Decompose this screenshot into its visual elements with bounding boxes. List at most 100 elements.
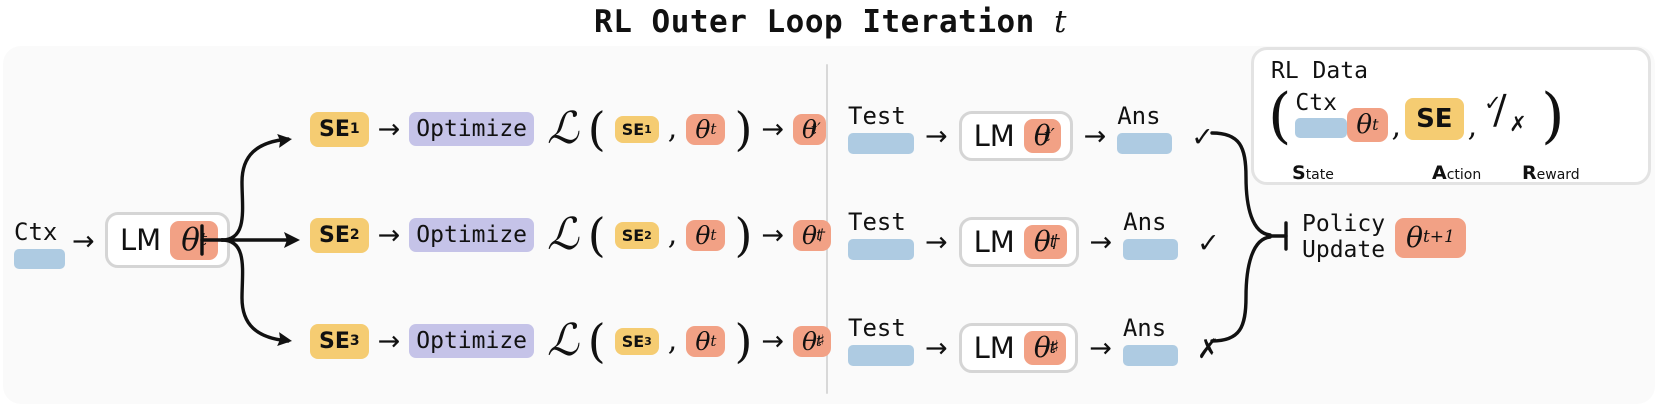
- policy-update-line2: Update: [1302, 236, 1386, 263]
- rl-data-comma-2: ,: [1467, 109, 1478, 144]
- lm-label: LM: [120, 222, 162, 257]
- result-theta-chip-2: θ†t: [793, 219, 832, 251]
- reward-cross-icon: ✗: [1509, 112, 1527, 136]
- rl-data-reward-glyph: ✓ ∕ ✗: [1481, 90, 1539, 144]
- result-theta-superscript-3: ♯: [817, 331, 825, 350]
- theta-symbol-eval-1: θ: [1033, 119, 1051, 152]
- eval-row-2: Test → LM θ†t → Ans ✓: [848, 201, 1220, 267]
- reward-sublabel-bold: R: [1522, 162, 1537, 184]
- loss-theta-symbol-2: θ: [695, 220, 711, 250]
- result-theta-subscript-1: t: [810, 119, 817, 138]
- loss-se-chip-2-label: SE: [621, 225, 645, 245]
- optimize-chip-2[interactable]: Optimize: [409, 218, 535, 252]
- lm-to-ans-arrow-1: →: [1083, 120, 1107, 152]
- reward-sublabel: Reward: [1522, 162, 1580, 184]
- result-theta-symbol-2: θ: [802, 220, 818, 250]
- loss-comma-3: ,: [667, 323, 678, 358]
- reward-check-icon: ✓: [1484, 91, 1502, 115]
- eval-row-1: Test → LM θ′t → Ans ✓: [848, 95, 1214, 161]
- policy-update-theta-subscript: t+1: [1422, 227, 1455, 248]
- rl-data-ctx-label: Ctx: [1295, 90, 1337, 116]
- loss-se-chip-2-subscript: 2: [644, 228, 652, 242]
- test-to-lm-arrow-3: →: [925, 332, 948, 364]
- branch-fanout-arrows: [200, 134, 300, 346]
- lm-label-eval-1: LM: [973, 118, 1015, 153]
- loss-theta-subscript-2: t: [710, 225, 717, 244]
- loss-symbol-1: ℒ: [547, 103, 579, 154]
- loss-se-chip-1-label: SE: [621, 119, 645, 139]
- loss-close-paren-2: ): [734, 208, 753, 262]
- theta-subscript-eval-1: t: [1043, 125, 1051, 146]
- ans-label-2: Ans: [1123, 208, 1167, 236]
- loss-comma-2: ,: [667, 217, 678, 252]
- result-theta-symbol-1: θ: [802, 114, 818, 144]
- result-theta-chip-3: θ♯t: [793, 325, 831, 357]
- theta-symbol: θ: [181, 221, 200, 258]
- se-chip-2-label: SE: [319, 222, 350, 248]
- test-bar-1: [848, 133, 914, 154]
- test-bar-2: [848, 239, 914, 260]
- theta-subscript-eval-2: t: [1049, 231, 1057, 252]
- result-mark-2: ✓: [1197, 227, 1220, 259]
- state-sublabel: State: [1292, 162, 1334, 184]
- result-theta-subscript-3: t: [815, 331, 822, 350]
- loss-theta-subscript-1: t: [710, 119, 717, 138]
- loss-se-chip-3-label: SE: [621, 331, 645, 351]
- action-sublabel-bold: A: [1432, 162, 1447, 184]
- result-theta-superscript-2: †: [817, 225, 826, 244]
- rl-data-theta-symbol: θ: [1356, 110, 1373, 140]
- optimize-chip-1[interactable]: Optimize: [409, 112, 535, 146]
- ans-bar-1: [1117, 133, 1173, 154]
- page-title-text: RL Outer Loop Iteration: [594, 4, 1054, 40]
- ans-bar-3: [1122, 345, 1178, 366]
- lm-to-ans-arrow-2: →: [1089, 226, 1113, 258]
- se-to-optimize-arrow-1: →: [377, 113, 401, 145]
- theta-superscript-eval-2: †: [1050, 231, 1060, 252]
- theta-symbol-eval-3: θ: [1033, 331, 1051, 364]
- loss-open-paren-2: (: [587, 208, 606, 262]
- loss-open-paren-1: (: [587, 102, 606, 156]
- se-chip-1-label: SE: [319, 116, 350, 142]
- context-label-text: Ctx: [14, 218, 58, 246]
- rl-data-title: RL Data: [1271, 58, 1368, 84]
- lm-box-eval-1[interactable]: LM θ′t: [958, 111, 1073, 161]
- theta-superscript-eval-3: ♯: [1050, 337, 1060, 358]
- theta-superscript-eval-1: ′: [1050, 125, 1055, 146]
- lm-box-eval-2[interactable]: LM θ†t: [958, 217, 1079, 267]
- loss-close-paren-3: ): [734, 314, 753, 368]
- page-title: RL Outer Loop Iteration t: [0, 0, 1661, 44]
- lm-box-eval-3[interactable]: LM θ♯t: [958, 323, 1079, 373]
- result-arrow-3: →: [761, 325, 785, 357]
- policy-update-theta-symbol: θ: [1406, 220, 1423, 254]
- rl-data-ctx-bar: [1295, 118, 1348, 138]
- result-theta-symbol-3: θ: [802, 326, 818, 356]
- reward-sublabel-rest: eward: [1536, 167, 1580, 183]
- result-arrow-2: →: [761, 219, 785, 251]
- loss-symbol-3: ℒ: [547, 315, 579, 366]
- theta-symbol-eval-2: θ: [1033, 225, 1051, 258]
- result-mark-1: ✓: [1191, 121, 1214, 153]
- loss-se-chip-1-subscript: 1: [644, 122, 652, 136]
- ans-bar-2: [1123, 239, 1179, 260]
- state-sublabel-rest: tate: [1305, 167, 1334, 183]
- se-to-optimize-arrow-2: →: [377, 219, 401, 251]
- loss-comma-1: ,: [667, 111, 678, 146]
- optimize-chip-3[interactable]: Optimize: [409, 324, 535, 358]
- rl-data-se-chip: SE: [1405, 98, 1464, 140]
- loss-theta-subscript-3: t: [710, 331, 717, 350]
- test-bar-3: [848, 345, 914, 366]
- loss-open-paren-3: (: [587, 314, 606, 368]
